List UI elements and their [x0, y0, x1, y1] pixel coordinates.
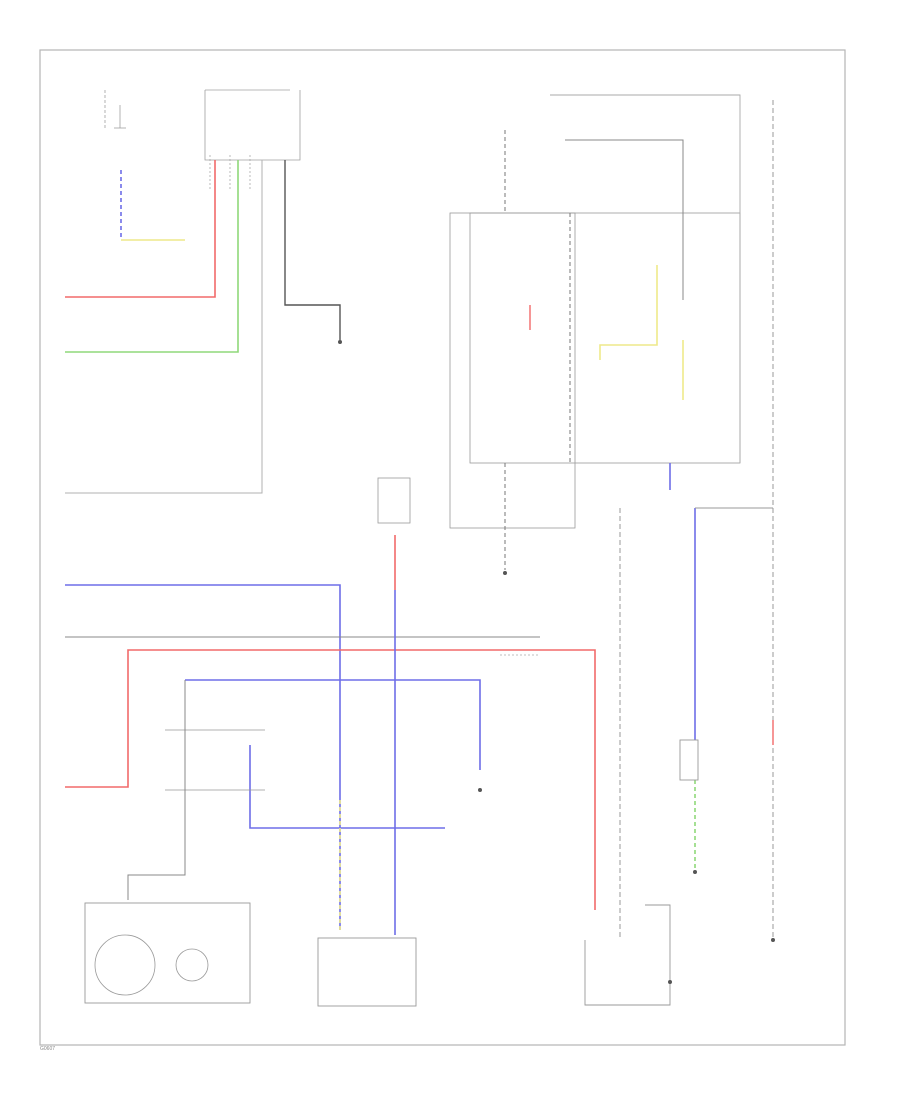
diagram-frame [39, 49, 846, 1046]
wire-grey-left [65, 160, 263, 494]
wire-blue-lower [249, 745, 445, 829]
connector-markers [209, 155, 540, 656]
connector-bottom-right [584, 904, 671, 1006]
wire-grey-component [127, 680, 186, 900]
wire-red-long [65, 649, 596, 910]
relay-center [377, 477, 411, 524]
distributor-box [84, 902, 251, 1004]
control-module-box [449, 212, 741, 529]
sensor-box-right [679, 739, 699, 781]
wire-green-top-left [65, 160, 239, 353]
ground-point-top [338, 340, 342, 344]
wire-grey-top-bus [550, 94, 741, 463]
wire-blue-mid [185, 679, 481, 770]
figure-number: G0607 [40, 1046, 56, 1052]
ground-point-green [693, 870, 697, 874]
distributor-cap [94, 934, 156, 996]
wire-yellow-module [599, 265, 658, 360]
ground-point-right [771, 938, 775, 942]
ground-point-center-right [478, 788, 482, 792]
wire-grey-top-center [565, 139, 684, 300]
switch-connector-bracket [204, 89, 301, 161]
component-center-left [165, 729, 265, 791]
ground-point-bottom-right [668, 980, 672, 984]
hot-fuse-block-left [104, 90, 126, 129]
connector-bottom-center [317, 937, 417, 1007]
wire-black-ground-top [284, 160, 341, 340]
ground-point-module [503, 571, 507, 575]
wire-red-top-left [65, 160, 216, 298]
distributor-rotor [175, 948, 209, 982]
